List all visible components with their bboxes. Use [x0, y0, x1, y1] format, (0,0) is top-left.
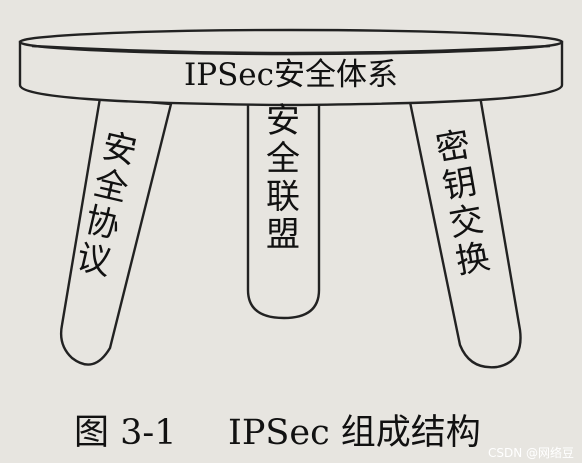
middle-leg-shape: [246, 96, 321, 320]
right-leg-label: 密钥交换: [433, 125, 493, 283]
leg-label-char: 换: [453, 237, 493, 282]
leg-label-char: 交: [446, 199, 486, 244]
leg-label-char: 安: [266, 101, 300, 141]
watermark: CSDN @网络豆: [488, 445, 574, 460]
leg-label-char: 全: [266, 139, 300, 179]
stool-top-shape: [18, 40, 564, 107]
leg-label-char: 盟: [266, 215, 300, 255]
middle-leg-label: 安全联盟: [266, 101, 300, 255]
figure-number: 图 3-1: [74, 413, 177, 453]
middle-leg-label-group: 安全联盟: [266, 101, 300, 255]
stool-top-inner-rim: [31, 44, 551, 55]
left-leg-shape: [59, 96, 173, 366]
leg-label-char: 联: [266, 177, 300, 217]
figure-title: IPSec 组成结构: [228, 413, 481, 453]
left-leg-label-group: 安全协议: [73, 126, 141, 284]
leg-label-char: 密: [433, 125, 473, 170]
leg-label-char: 钥: [439, 162, 479, 207]
left-leg-label: 安全协议: [73, 126, 141, 284]
right-leg-shape: [408, 94, 522, 369]
right-leg-label-group: 密钥交换: [433, 125, 493, 283]
stool-top-label: IPSec安全体系: [184, 57, 398, 93]
